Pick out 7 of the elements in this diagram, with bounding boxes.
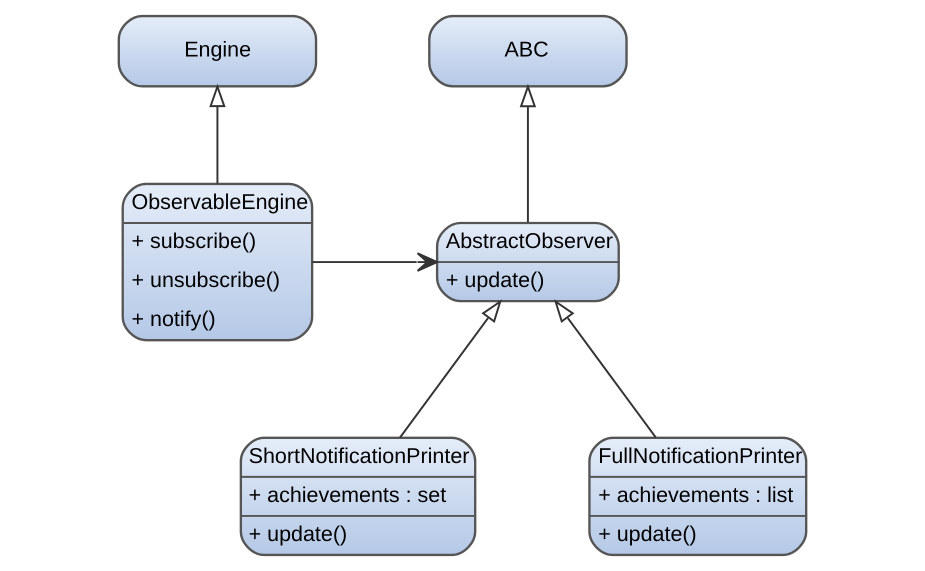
node-box: ABC (428, 14, 628, 88)
arrow (312, 252, 438, 272)
node-box: Engine (118, 14, 318, 88)
arrow (520, 84, 536, 222)
arrow (399, 299, 502, 438)
arrow (209, 84, 226, 184)
arrow (554, 299, 657, 438)
